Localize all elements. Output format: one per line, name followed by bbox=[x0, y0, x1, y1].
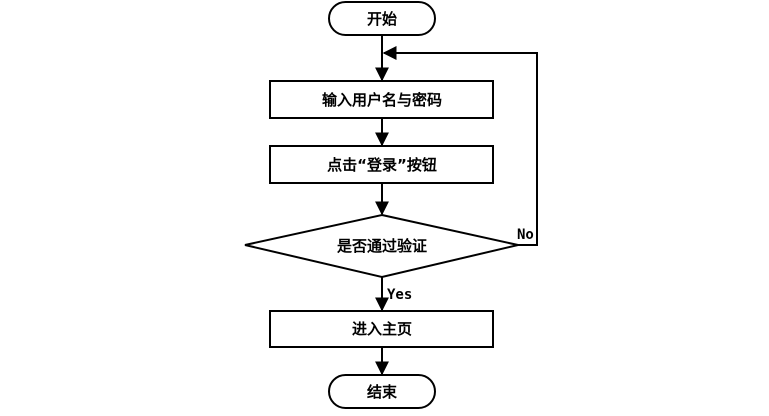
yes-branch-label: Yes bbox=[387, 287, 412, 303]
node-enter-credentials: 输入用户名与密码 bbox=[269, 80, 494, 119]
enter-credentials-box bbox=[269, 80, 494, 119]
node-click-login: 点击“登录”按钮 bbox=[269, 145, 494, 184]
click-login-label: 点击“登录”按钮 bbox=[327, 156, 437, 174]
node-start: 开始 bbox=[328, 1, 436, 36]
click-login-box bbox=[269, 145, 494, 184]
enter-credentials-label: 输入用户名与密码 bbox=[322, 91, 442, 109]
no-branch-label: No bbox=[517, 227, 534, 243]
enter-homepage-box bbox=[269, 310, 494, 348]
node-verify-decision: 是否通过验证 bbox=[244, 213, 519, 279]
start-terminal-shape bbox=[328, 1, 436, 36]
start-label: 开始 bbox=[367, 10, 397, 28]
verify-label: 是否通过验证 bbox=[336, 237, 427, 255]
verify-diamond bbox=[244, 213, 519, 279]
node-enter-homepage: 进入主页 bbox=[269, 310, 494, 348]
end-label: 结束 bbox=[367, 383, 398, 401]
edge-verify-no-loop bbox=[382, 46, 538, 246]
node-end: 结束 bbox=[328, 374, 436, 409]
enter-homepage-label: 进入主页 bbox=[352, 320, 412, 338]
end-terminal-shape bbox=[328, 374, 436, 409]
